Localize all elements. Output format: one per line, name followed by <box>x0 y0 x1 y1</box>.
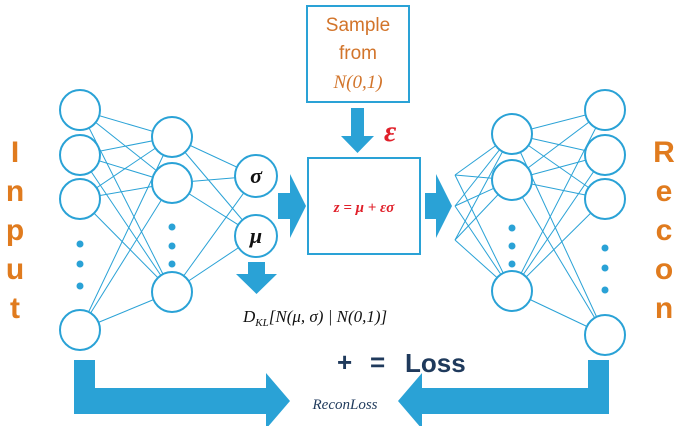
mu-symbol: μ <box>249 223 262 248</box>
ellipsis-dot <box>508 260 516 268</box>
z-formula: z = μ + εσ <box>333 200 395 216</box>
epsilon-symbol: ε <box>384 115 397 148</box>
decoder-edge <box>511 198 606 292</box>
encoder-latent-edge <box>171 175 257 293</box>
recon-letter: o <box>655 253 673 286</box>
sample-line-1: Sample <box>326 15 390 36</box>
sigma-symbol: σ <box>250 163 263 188</box>
loss-plus: + <box>337 347 352 377</box>
recon-letter: n <box>655 292 673 325</box>
kl-divergence-label: DKL[N(μ, σ) | N(0,1)] <box>242 307 387 329</box>
input-letter: t <box>10 292 20 325</box>
ellipsis-dot <box>76 282 84 290</box>
decoder-input-edge <box>454 174 513 292</box>
encoder-edge <box>79 198 173 293</box>
ellipsis-dot <box>168 260 176 268</box>
encoder-hidden-node <box>151 271 193 313</box>
network-nodes <box>59 89 626 356</box>
encoder-hidden-node <box>151 162 193 204</box>
sample-arrow <box>341 108 374 153</box>
loss-word: Loss <box>405 348 466 378</box>
ellipsis-dot <box>601 264 609 272</box>
encoder-edge <box>79 182 173 331</box>
ellipsis-dot <box>76 240 84 248</box>
svg-text:Recon: Recon <box>653 136 675 325</box>
decoder-edge <box>511 154 606 292</box>
loss-equals: = <box>370 347 385 377</box>
output-layer-node <box>584 89 626 131</box>
sample-line-3: N(0,1) <box>332 72 382 93</box>
encoder-hidden-node <box>151 116 193 158</box>
decoder-hidden-node <box>491 113 533 155</box>
recon-letter: e <box>656 175 673 208</box>
recon-to-reconloss-arrow <box>398 360 609 426</box>
ellipsis-dot <box>168 223 176 231</box>
decoder-hidden-node <box>491 159 533 201</box>
input-layer-node <box>59 134 101 176</box>
output-layer-node <box>584 178 626 220</box>
ellipsis-dot <box>168 242 176 250</box>
input-to-reconloss-arrow <box>74 360 290 426</box>
output-layer-node <box>584 314 626 356</box>
latent-to-z-arrow <box>278 174 306 238</box>
input-layer-node <box>59 89 101 131</box>
sample-box: Sample from N(0,1) <box>306 5 410 103</box>
recon-letter: R <box>653 136 675 169</box>
input-letter: u <box>6 253 24 286</box>
output-layer-node <box>584 134 626 176</box>
mu-node: μ <box>234 214 278 258</box>
input-letter: p <box>6 214 24 247</box>
z-box: z = μ + εσ <box>307 157 421 255</box>
kl-d: D <box>242 307 256 326</box>
decoder-edge <box>511 109 606 292</box>
ellipsis-dot <box>508 242 516 250</box>
recon-letter: c <box>656 214 673 247</box>
decoder-edge <box>511 179 606 336</box>
ellipsis-dot <box>601 286 609 294</box>
input-letter: n <box>6 175 24 208</box>
sample-line-2: from <box>339 43 377 64</box>
encoder-edge <box>79 154 173 293</box>
kl-subscript: KL <box>254 317 268 329</box>
ellipsis-dot <box>601 244 609 252</box>
decoder-hidden-node <box>491 270 533 312</box>
ellipsis-dot <box>508 224 516 232</box>
z-to-decoder-arrow <box>425 174 452 238</box>
kl-arrow <box>236 262 277 294</box>
input-layer-node <box>59 309 101 351</box>
encoder-edge <box>79 109 173 293</box>
ellipsis-dot <box>76 260 84 268</box>
kl-args: [N(μ, σ) | N(0,1)] <box>269 307 387 326</box>
input-layer-node <box>59 178 101 220</box>
input-letter: I <box>11 136 19 169</box>
recon-loss-label: ReconLoss <box>312 397 378 413</box>
sigma-node: σ <box>234 154 278 198</box>
